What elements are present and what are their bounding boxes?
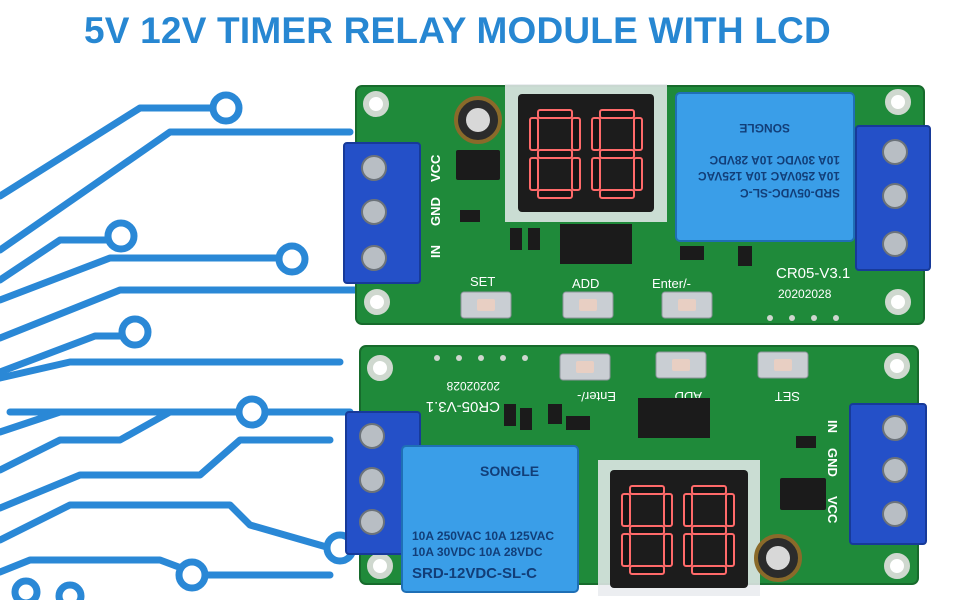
top-set-label: SET: [470, 274, 495, 289]
top-pin-vcc-label: VCC: [428, 154, 443, 182]
bottom-pin-in-label: IN: [825, 420, 840, 433]
top-display-digit-1: [529, 109, 581, 199]
product-title: 5V 12V TIMER RELAY MODULE WITH LCD: [84, 10, 831, 51]
top-relay-model: SRD-05VDC-SL-C: [740, 186, 840, 200]
bottom-set-label: SET: [775, 389, 800, 404]
top-enter-label: Enter/-: [652, 276, 691, 291]
bottom-pin-vcc-label: VCC: [825, 496, 840, 524]
top-relay-brand: SONGLE: [739, 121, 790, 135]
top-relay-rating-2: 10A 30VDC 10A 28VDC: [709, 153, 840, 167]
top-display-digit-2: [591, 109, 643, 199]
top-relay-rating-1: 10A 250VAC 10A 125VAC: [698, 169, 840, 183]
bottom-relay-model: SRD-12VDC-SL-C: [412, 565, 537, 582]
top-pin-gnd-label: GND: [428, 197, 443, 226]
bottom-relay-rating-2: 10A 30VDC 10A 28VDC: [412, 545, 543, 559]
bottom-pin-gnd-label: GND: [825, 448, 840, 477]
top-pin-in-label: IN: [428, 245, 443, 258]
bottom-enter-label: Enter/-: [577, 389, 616, 404]
top-add-label: ADD: [572, 276, 599, 291]
top-model-label: CR05-V3.1: [776, 265, 850, 282]
bottom-model-label: CR05-V3.1: [426, 398, 500, 415]
bottom-display-digit-1: [621, 485, 673, 575]
bottom-date-label: 20202028: [446, 379, 500, 393]
top-date-label: 20202028: [778, 287, 832, 301]
bottom-display-digit-2: [683, 485, 735, 575]
bottom-relay-rating-1: 10A 250VAC 10A 125VAC: [412, 529, 554, 543]
bottom-relay-brand: SONGLE: [480, 463, 539, 479]
